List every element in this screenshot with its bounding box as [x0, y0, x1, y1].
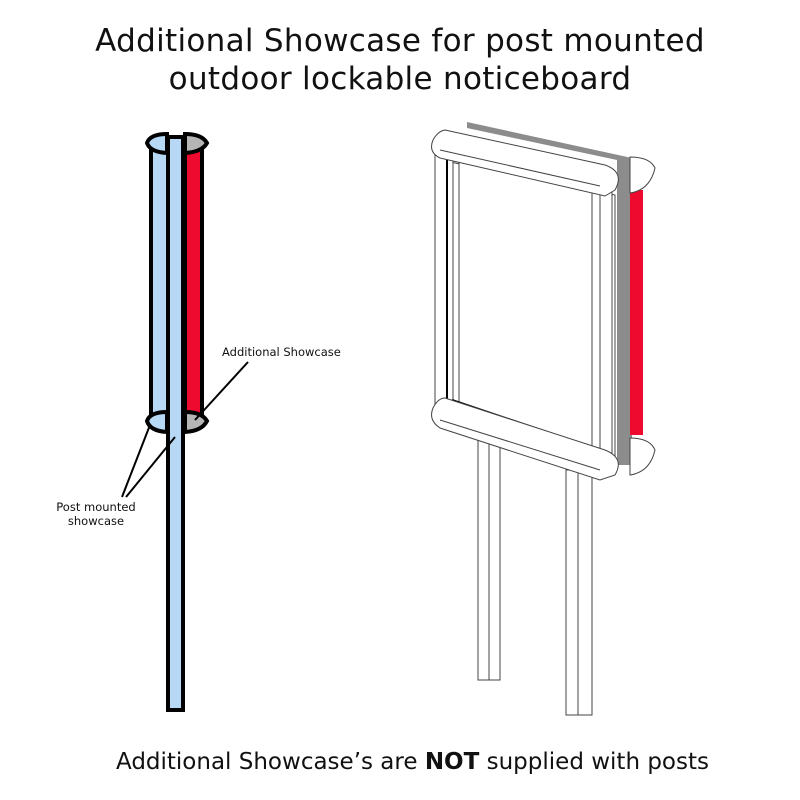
label-line-1: Post mounted [56, 500, 136, 514]
poster-area [458, 159, 593, 451]
post-mounted-showcase-body [149, 140, 170, 422]
right-cap-top [629, 156, 656, 194]
additional-showcase-body [183, 140, 204, 422]
bottom-cap [431, 397, 619, 481]
additional-showcase-label: Additional Showcase [222, 345, 341, 359]
right-leg [565, 469, 593, 716]
frame-left [434, 149, 454, 411]
frame-right [591, 189, 613, 461]
title-line-2: outdoor lockable noticeboard [168, 61, 632, 97]
noticeboard-illustration [431, 122, 656, 716]
additional-showcase-back [467, 122, 632, 465]
top-cap-left [144, 131, 169, 156]
top-cap-right [183, 131, 210, 156]
bottom-cap-right [183, 409, 210, 435]
footer-text: Additional Showcase’s are [115, 749, 425, 775]
footer-emphasis: NOT [424, 749, 480, 775]
label-line-2: showcase [67, 514, 125, 528]
right-cap-bottom [629, 437, 656, 476]
title-line-1: Additional Showcase for post mounted [95, 23, 705, 59]
footer-note: Additional Showcase’s are NOT supplied w… [0, 749, 800, 775]
bottom-cap-left [144, 409, 169, 435]
left-post-schematic [121, 131, 249, 712]
post-mounted-showcase-label: Post mounted showcase [48, 500, 144, 528]
post [166, 135, 185, 712]
additional-showcase-red [630, 190, 643, 435]
page-title: Additional Showcase for post mounted out… [20, 22, 780, 98]
footer-text-end: supplied with posts [479, 749, 709, 775]
